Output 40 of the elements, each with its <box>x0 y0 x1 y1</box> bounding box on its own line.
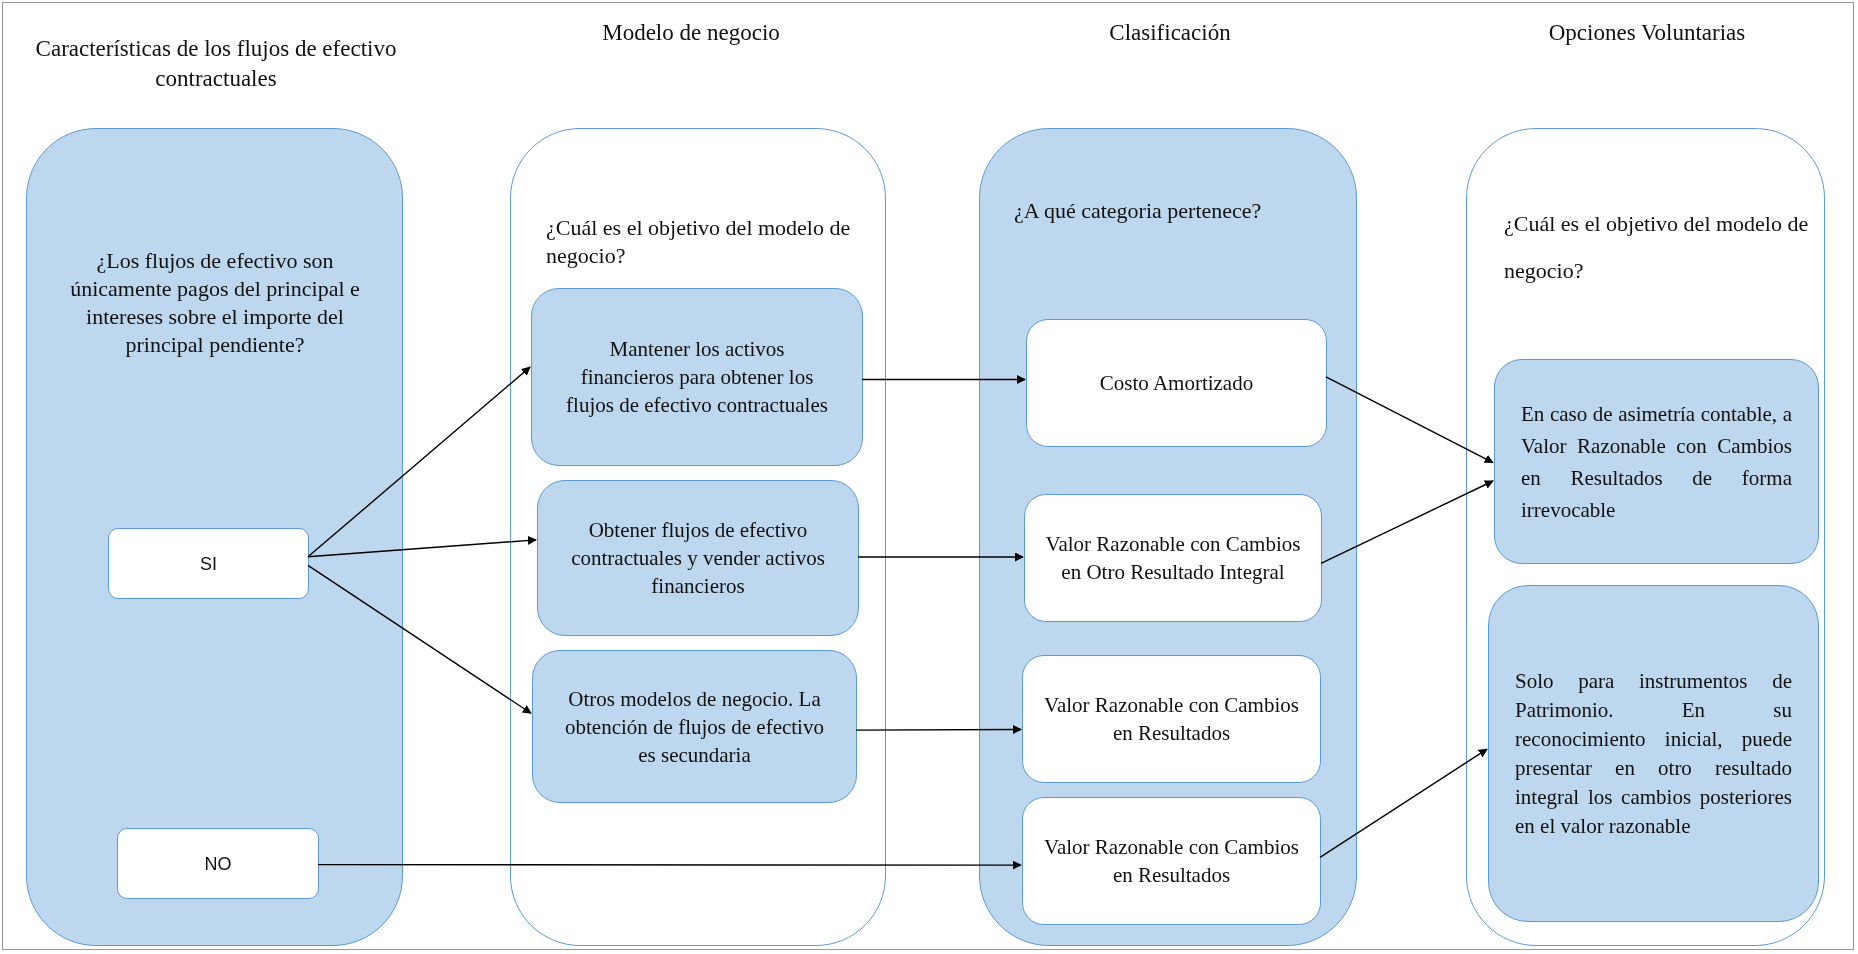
arrow <box>307 366 531 558</box>
process-box <box>532 650 857 803</box>
process-box <box>1022 655 1321 783</box>
box-text: Valor Razonable con Cambios en Resultados <box>1043 834 1300 889</box>
box-text: En caso de asimetría contable, a Valor Razonable con Cambios en Resultados de forma irrevocable <box>1521 400 1792 524</box>
process-box <box>537 480 859 636</box>
box-text: Valor Razonable con Cambios en Otro Resultado Integral <box>1045 531 1301 586</box>
answer-box <box>108 528 309 599</box>
answer-box <box>117 828 319 899</box>
arrow <box>857 552 1024 562</box>
arrow <box>1319 748 1488 859</box>
box-text: SI <box>199 552 218 576</box>
arrow <box>861 374 1026 384</box>
column-heading: Opciones Voluntarias <box>1547 19 1747 47</box>
column-heading: Clasificación <box>1108 19 1232 47</box>
column-heading: Modelo de negocio <box>601 19 781 47</box>
box-text: Costo Amortizado <box>1098 370 1255 397</box>
box-text: NO <box>203 852 233 876</box>
box-text: Obtener flujos de efectivo contractuales y vender activos financieros <box>570 517 826 600</box>
arrow <box>855 725 1022 735</box>
process-box <box>531 288 863 466</box>
question-text: ¿Los flujos de efectivo son únicamente pagos del principal e intereses sobre el importe del principal pendiente? <box>69 247 361 359</box>
column-heading: Características de los flujos de efectivo contractuales <box>34 35 398 93</box>
arrow <box>307 564 532 714</box>
arrow <box>307 535 537 558</box>
box-text: Mantener los activos financieros para obtener los flujos de efectivo contractuales <box>565 336 829 419</box>
arrow <box>317 860 1022 870</box>
arrow <box>1325 376 1494 464</box>
box-text: Solo para instrumentos de Patrimonio. En su reconocimiento inicial, puede presentar en otro resultado integral los cambios posteriores en el valor razonable <box>1515 667 1792 840</box>
box-text: Otros modelos de negocio. La obtención de flujos de efectivo es secundaria <box>564 685 825 769</box>
process-box <box>1026 319 1327 447</box>
arrow <box>1320 480 1494 565</box>
process-box <box>1022 797 1321 925</box>
question-text: ¿Cuál es el objetivo del modelo de negocio? <box>546 214 852 270</box>
process-box <box>1494 359 1819 564</box>
process-box <box>1488 585 1819 922</box>
box-text: Valor Razonable con Cambios en Resultados <box>1043 692 1300 747</box>
process-box <box>1024 494 1322 622</box>
question-text: ¿Cuál es el objetivo del modelo de negocio? <box>1504 210 1810 285</box>
question-text: ¿A qué categoria pertenece? <box>1014 197 1263 225</box>
